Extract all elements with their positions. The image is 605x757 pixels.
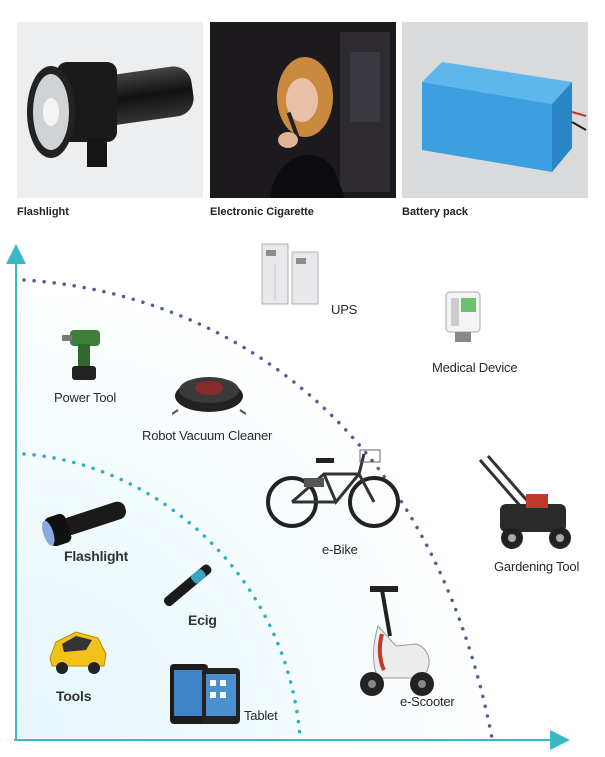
label-tools: Tools	[56, 688, 92, 704]
flashlight-photo	[17, 22, 203, 198]
label-power-tool: Power Tool	[54, 390, 117, 405]
map-axes-and-arcs	[6, 244, 570, 750]
lawn-mower-icon	[474, 454, 580, 552]
ecig-icon	[156, 558, 216, 618]
ups-cabinet-icon	[258, 240, 322, 308]
label-medical-device: Medical Device	[432, 360, 518, 375]
toy-car-icon	[46, 624, 110, 676]
label-tablet: Tablet	[244, 708, 278, 723]
power-drill-icon	[60, 326, 104, 384]
scooter-icon	[352, 586, 438, 698]
photo-caption-battery-pack: Battery pack	[402, 206, 469, 218]
label-e-bike: e-Bike	[322, 542, 358, 557]
woman-with-ecigarette-photo	[210, 22, 396, 198]
tablet-icon	[168, 660, 242, 726]
flashlight-icon	[40, 500, 132, 546]
application-map: UPS Medical Device Power Tool Robot Vacu…	[0, 238, 605, 757]
label-robot-vacuum-cleaner: Robot Vacuum Cleaner	[142, 428, 273, 443]
blue-battery-pack-photo	[402, 22, 588, 198]
label-e-scooter: e-Scooter	[400, 694, 455, 709]
label-ecig: Ecig	[188, 612, 217, 628]
photo-caption-electronic-cigarette: Electronic Cigarette	[210, 206, 314, 218]
infusion-pump-icon	[443, 286, 483, 344]
label-ups: UPS	[331, 302, 358, 317]
photo-caption-flashlight: Flashlight	[17, 206, 69, 218]
robot-vacuum-icon	[172, 370, 246, 416]
label-flashlight: Flashlight	[64, 548, 129, 564]
label-gardening-tool: Gardening Tool	[494, 559, 580, 574]
ebike-icon	[264, 444, 402, 528]
